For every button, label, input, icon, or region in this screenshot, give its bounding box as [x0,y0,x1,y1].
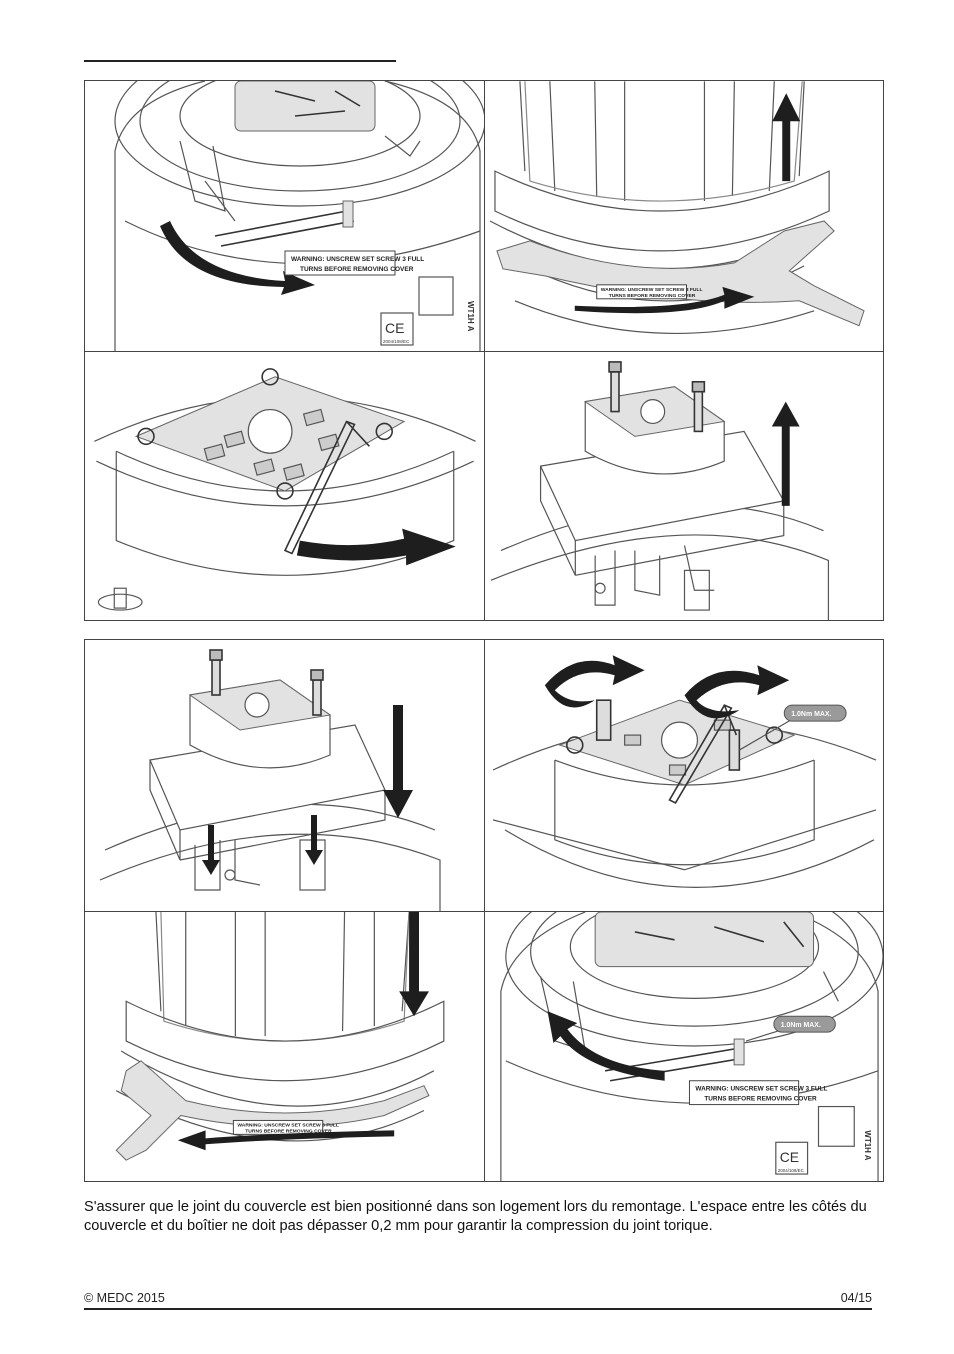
panel-lift-module [484,351,883,620]
warning-label-line-2-b: TURNS BEFORE REMOVING COVER [609,293,696,299]
panel-insert-module [85,640,484,911]
panel-unscrew-set-screw: WARNING: UNSCREW SET SCREW 3 FULL TURNS … [85,81,484,351]
cover-removal-illustration: WARNING: UNSCREW SET SCREW 3 FULL TURNS … [489,81,865,335]
module-screws-illustration [94,368,476,611]
warning-label-line-1-d: WARNING: UNSCREW SET SCREW 3 FULL [695,1086,827,1093]
warning-label-line-1-c: WARNING: UNSCREW SET SCREW 3 FULL [237,1122,339,1128]
reassembly-caption: S'assurer que le joint du couvercle est … [84,1199,867,1234]
ce-code: 2004/108/EC [383,339,410,344]
warning-label-line-1: WARNING: UNSCREW SET SCREW 3 FULL [291,256,424,263]
beacon-housing-illustration: WARNING: UNSCREW SET SCREW 3 FULL TURNS … [114,81,484,351]
footer-page-number: 04/15 [840,1291,872,1305]
warning-label-line-2: TURNS BEFORE REMOVING COVER [300,266,414,273]
panel-torque-module-screws: 1.0Nm MAX. [484,640,883,911]
footer-rule [84,1308,872,1310]
footer-copyright: © MEDC 2015 [84,1291,165,1305]
torque-label-2: 1.0Nm MAX. [781,1022,821,1029]
cover-refit-illustration: WARNING: UNSCREW SET SCREW 3 FULL TURNS … [115,912,445,1161]
model-code-2: WT1H A [863,1130,872,1160]
panel-remove-cover: WARNING: UNSCREW SET SCREW 3 FULL TURNS … [484,81,883,351]
model-code: WT1H A [466,301,475,332]
header-rule [84,60,396,62]
torque-label-1: 1.0Nm MAX. [791,711,831,718]
set-screw-tighten-illustration: 1.0Nm MAX. WARNING: UNSCREW SET SCREW 3 … [500,912,883,1181]
panel-refit-cover: WARNING: UNSCREW SET SCREW 3 FULL TURNS … [85,911,484,1181]
module-insert-illustration [99,649,441,911]
warning-label-line-2-c: TURNS BEFORE REMOVING COVER [245,1128,332,1134]
panel-loosen-module-screws [85,351,484,620]
panel-tighten-set-screw: 1.0Nm MAX. WARNING: UNSCREW SET SCREW 3 … [484,911,883,1181]
module-lift-illustration [490,361,830,620]
ce-code-2: 2004/108/EC [778,1168,805,1173]
ce-mark-2: CE [780,1149,799,1165]
warning-label-line-1-b: WARNING: UNSCREW SET SCREW 3 FULL [601,287,703,293]
disassembly-illustration-grid: WARNING: UNSCREW SET SCREW 3 FULL TURNS … [84,80,884,621]
module-torque-illustration: 1.0Nm MAX. [492,655,877,888]
reassembly-illustration-grid: 1.0Nm MAX. WARNING: UNSCREW SET SCREW 3 … [84,639,884,1182]
ce-mark: CE [385,320,404,336]
warning-label-line-2-d: TURNS BEFORE REMOVING COVER [704,1096,817,1103]
